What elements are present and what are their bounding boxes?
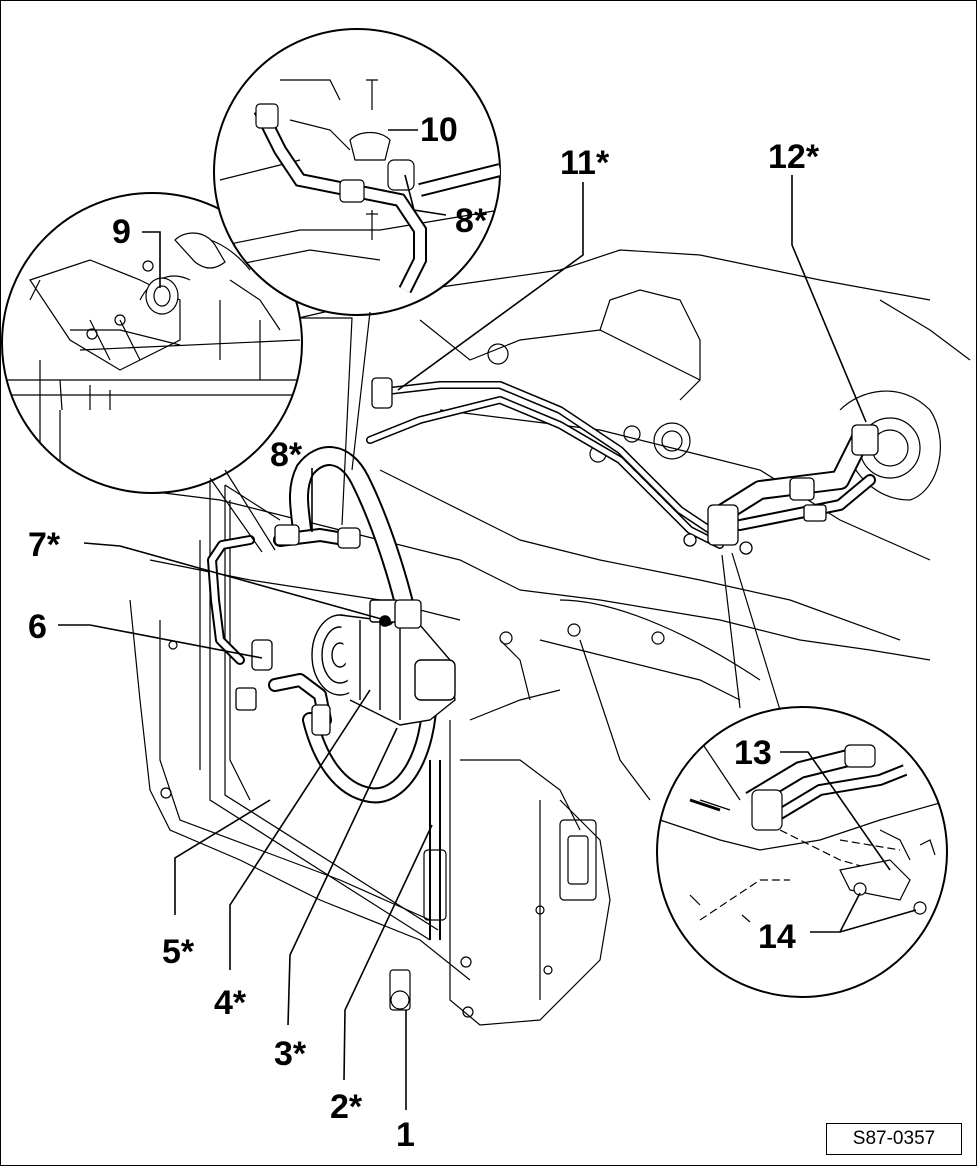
figure-reference-code: S87-0357	[826, 1123, 962, 1155]
compressor	[311, 599, 456, 726]
callout-11: 11*	[560, 144, 610, 182]
callout-9: 9	[112, 213, 131, 251]
detail-view-10	[213, 28, 501, 316]
callout-8-detail: 8*	[455, 202, 488, 240]
callout-labels: 1 2* 3* 4* 5* 6 7* 8* 9 10 8* 11* 12* 13…	[28, 111, 820, 1154]
callout-13: 13	[734, 734, 772, 772]
callout-5: 5*	[162, 933, 195, 971]
hose-fittings	[235, 377, 879, 736]
callout-1: 1	[396, 1116, 415, 1154]
callout-10: 10	[420, 111, 458, 149]
callout-14: 14	[758, 918, 796, 956]
detail-view-13-14	[656, 706, 948, 998]
detail-view-9	[1, 192, 303, 494]
callout-6: 6	[28, 608, 47, 646]
callout-2: 2*	[330, 1088, 363, 1126]
callout-3: 3*	[274, 1035, 307, 1073]
callout-7: 7*	[28, 526, 61, 564]
callout-leader-lines	[58, 129, 917, 1110]
callout-8-main: 8*	[270, 436, 303, 474]
detail-connector-lines	[209, 311, 781, 711]
callout-4: 4*	[214, 984, 247, 1022]
callout-12: 12*	[768, 138, 820, 176]
